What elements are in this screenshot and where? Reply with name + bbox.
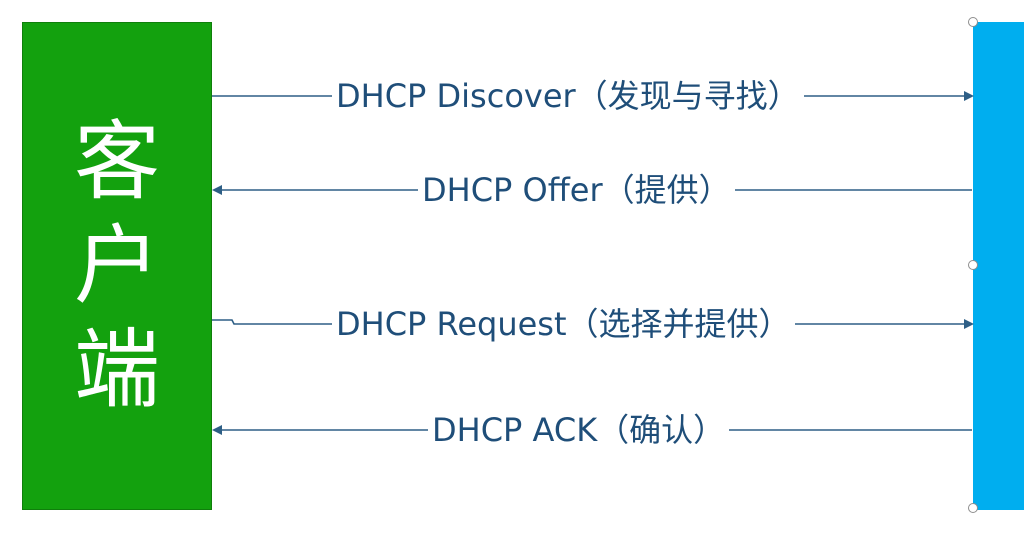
server-box[interactable]	[973, 22, 1024, 510]
selection-handle-middle[interactable]	[968, 260, 978, 270]
client-char-1: 客	[74, 112, 160, 212]
client-char-2: 户	[74, 216, 160, 316]
message-label-request: DHCP Request（选择并提供）	[332, 308, 795, 340]
message-label-offer: DHCP Offer（提供）	[418, 174, 735, 206]
client-char-3: 端	[74, 320, 160, 420]
client-box: 客 户 端	[22, 22, 212, 510]
message-label-ack: DHCP ACK（确认）	[428, 414, 730, 446]
selection-handle-top[interactable]	[968, 17, 978, 27]
message-label-discover: DHCP Discover（发现与寻找）	[332, 80, 804, 112]
client-label: 客 户 端	[23, 23, 211, 509]
selection-handle-bottom[interactable]	[968, 503, 978, 513]
